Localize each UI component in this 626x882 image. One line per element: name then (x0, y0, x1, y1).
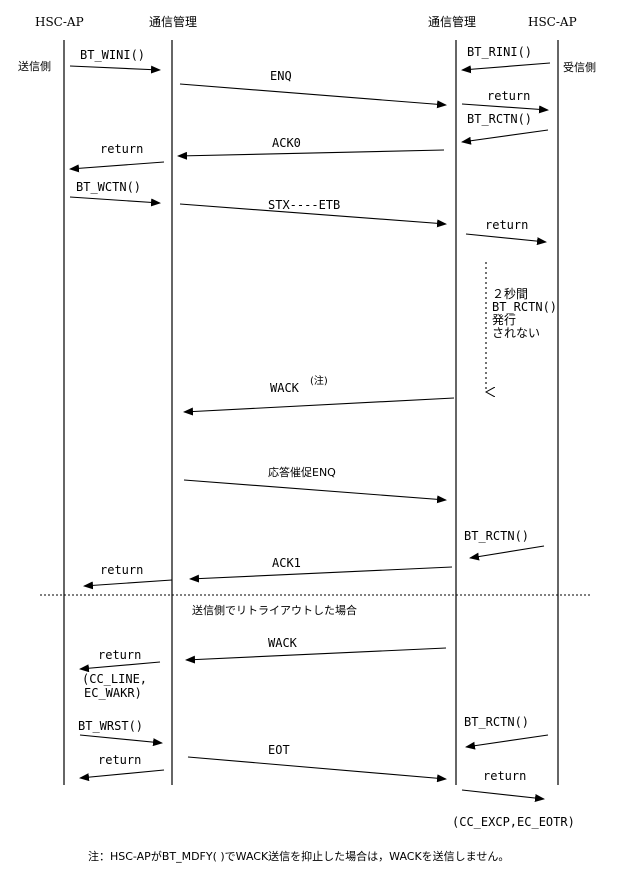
msg-stx-etb: STX----ETB (268, 198, 340, 212)
arrow-wack-2 (185, 647, 447, 664)
msg-return-left-1: return (100, 142, 143, 156)
msg-wack-1: WACK (270, 381, 300, 395)
arrow-return-left-4 (79, 769, 165, 782)
arrow-bt-rctn-2 (469, 545, 545, 561)
msg-bt-wrst: BT_WRST() (78, 719, 143, 733)
msg-enq: ENQ (270, 69, 292, 83)
arrow-resp-enq (183, 479, 447, 504)
header-right-ap: HSC-AP (528, 15, 577, 29)
arrow-wack-1 (183, 397, 455, 416)
msg-return-right-3: return (483, 769, 526, 783)
msg-bt-wini: BT_WINI() (80, 48, 145, 62)
arrow-ack1 (189, 566, 453, 583)
msg-eot: EOT (268, 743, 290, 757)
msg-return-left-2: return (100, 563, 143, 577)
msg-wack-2: WACK (268, 636, 298, 650)
msg-bt-wctn: BT_WCTN() (76, 180, 141, 194)
wait-text-2: BT_RCTN() (492, 300, 557, 314)
wait-text-4: されない (492, 326, 540, 340)
err-right: (CC_EXCP,EC_EOTR) (452, 815, 575, 829)
receiver-label: 受信側 (563, 61, 596, 74)
arrow-return-left-2 (83, 579, 173, 590)
retry-label: 送信側でリトライアウトした場合 (192, 603, 357, 617)
arrow-return-right-1 (461, 103, 549, 114)
arrow-return-left-1 (69, 161, 165, 173)
arrow-return-right-3 (461, 789, 545, 802)
msg-wack-1-note: (注) (310, 374, 328, 387)
msg-bt-rctn-2: BT_RCTN() (464, 529, 529, 543)
msg-return-left-3: return (98, 648, 141, 662)
arrow-bt-rini (461, 62, 551, 74)
arrow-bt-wctn (69, 196, 161, 207)
msg-bt-rctn-1: BT_RCTN() (467, 112, 532, 126)
wait-text-1: ２秒間 (492, 287, 528, 301)
arrow-enq (179, 83, 447, 109)
header-left-ap: HSC-AP (35, 15, 84, 29)
msg-resp-enq: 応答催促ENQ (268, 465, 336, 479)
arrow-bt-rctn-1 (461, 129, 549, 145)
wait-text-3: 発行 (492, 313, 516, 327)
msg-bt-rctn-3: BT_RCTN() (464, 715, 529, 729)
err-left-1: (CC_LINE, (82, 672, 147, 686)
header-left-comm: 通信管理 (149, 14, 197, 29)
arrow-stx-etb (179, 203, 447, 228)
arrow-return-left-3 (79, 661, 161, 673)
arrow-bt-rctn-3 (465, 734, 549, 750)
footnote: 注：HSC-APがBT_MDFY( )でWACK送信を抑止した場合は，WACKを… (88, 850, 510, 863)
arrow-bt-wrst (79, 734, 163, 747)
msg-bt-rini: BT_RINI() (467, 45, 532, 59)
msg-ack1: ACK1 (272, 556, 301, 570)
sender-label: 送信側 (18, 59, 51, 73)
arrow-return-right-2 (465, 233, 547, 246)
msg-return-right-1: return (487, 89, 530, 103)
arrow-bt-wini (69, 65, 161, 74)
arrow-eot (187, 756, 447, 783)
arrow-ack0 (177, 149, 445, 160)
msg-return-left-4: return (98, 753, 141, 767)
header-right-comm: 通信管理 (428, 14, 476, 29)
msg-return-right-2: return (485, 218, 528, 232)
err-left-2: EC_WAKR) (84, 686, 142, 700)
msg-ack0: ACK0 (272, 136, 301, 150)
